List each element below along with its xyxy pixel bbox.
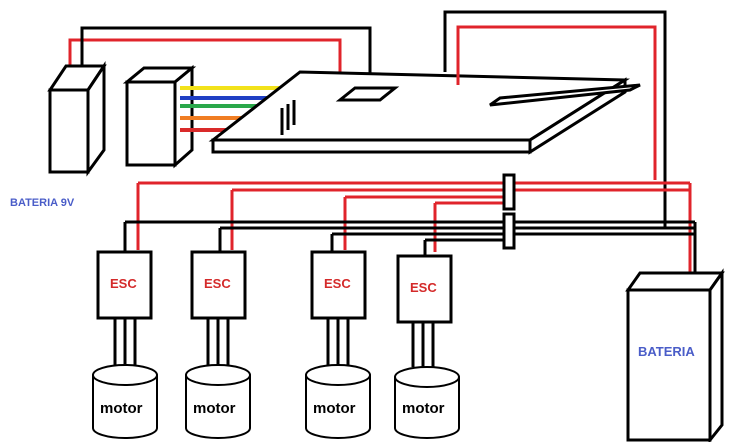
board-pin-header [280,100,296,135]
battery-9v-label: BATERIA 9V [10,197,75,209]
board-power-wires [443,10,667,228]
esc-1-label: ESC [110,276,137,291]
motor-2-label: motor [193,400,236,417]
battery-9v [47,61,107,177]
motor-4-label: motor [402,400,445,417]
esc-3-label: ESC [324,276,351,291]
esc-3: ESC [310,250,367,365]
board-connector-strip [489,83,641,107]
main-battery-label: BATERIA [638,344,695,359]
esc-1: ESC [96,250,153,365]
bus-connector-positive [502,173,516,211]
motor-3: motor [305,364,371,439]
esc-2: ESC [190,250,247,365]
motor-2: motor [185,364,251,439]
esc-4-label: ESC [410,280,437,295]
bus-connector-negative [502,212,516,250]
battery-9v-wires [68,26,372,80]
esc-4: ESC [396,254,453,367]
motor-4: motor [394,366,460,439]
esc-2-label: ESC [204,276,231,291]
motor-3-label: motor [313,400,356,417]
motor-1-label: motor [100,400,143,417]
flight-controller-board [208,70,630,155]
board-chip [335,86,400,102]
main-battery [625,268,725,442]
motor-1: motor [92,364,158,439]
